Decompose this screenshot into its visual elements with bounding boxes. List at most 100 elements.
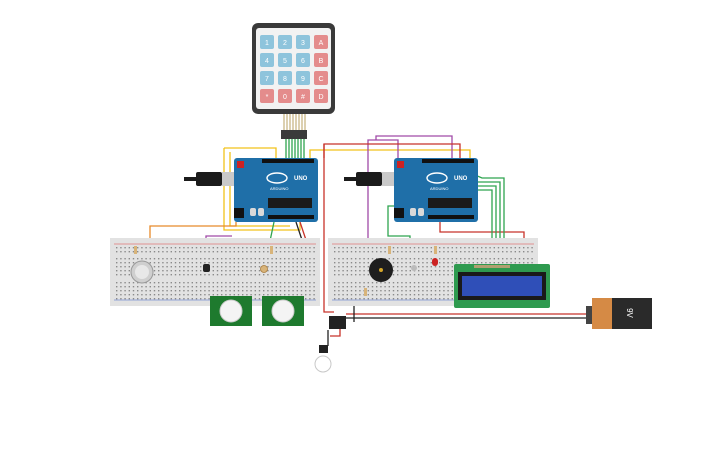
breadboard-hole xyxy=(200,251,202,253)
resistor xyxy=(134,246,137,254)
pir-sensor-icon[interactable] xyxy=(210,296,252,326)
breadboard-hole xyxy=(200,286,202,288)
keypad-key[interactable]: 9 xyxy=(296,71,310,85)
breadboard-hole xyxy=(497,262,500,264)
breadboard-hole xyxy=(355,282,357,284)
breadboard-hole xyxy=(258,286,261,288)
breadboard-hole xyxy=(246,274,248,276)
breadboard-hole xyxy=(145,258,147,260)
capacitor-group xyxy=(250,208,256,216)
buzzer-center xyxy=(379,268,383,272)
breadboard-hole xyxy=(279,290,282,292)
keypad-key[interactable]: A xyxy=(314,35,328,49)
breadboard-hole xyxy=(271,270,273,272)
light-bulb-icon[interactable] xyxy=(314,345,332,373)
breadboard-hole xyxy=(309,298,311,300)
temperature-sensor-icon[interactable] xyxy=(203,264,210,272)
breadboard-hole xyxy=(510,251,512,253)
arduino-uno-right[interactable]: ARDUINO UNO xyxy=(394,158,478,222)
breadboard-hole xyxy=(292,266,294,268)
breadboard-hole xyxy=(422,247,424,249)
breadboard-hole xyxy=(451,270,453,272)
breadboard-hole xyxy=(267,251,269,253)
breadboard-hole xyxy=(422,286,424,288)
keypad-key[interactable]: 7 xyxy=(260,71,274,85)
breadboard-hole xyxy=(350,286,353,288)
reset-button[interactable] xyxy=(237,161,244,168)
breadboard-hole xyxy=(338,258,340,260)
breadboard-hole xyxy=(472,262,474,264)
keypad-key[interactable]: 1 xyxy=(260,35,274,49)
breadboard-hole xyxy=(439,258,441,260)
capacitor-group xyxy=(410,208,416,216)
breadboard-hole xyxy=(355,270,357,272)
breadboard-hole xyxy=(158,286,160,288)
breadboard-hole xyxy=(237,290,240,292)
keypad-key[interactable]: D xyxy=(314,89,328,103)
keypad-key[interactable]: 0 xyxy=(278,89,292,103)
breadboard-hole xyxy=(376,247,378,249)
keypad-key[interactable]: C xyxy=(314,71,328,85)
breadboard-hole xyxy=(338,270,340,272)
breadboard-hole xyxy=(233,266,235,268)
breadboard-hole xyxy=(116,286,118,288)
breadboard-hole xyxy=(426,294,428,296)
keypad-key[interactable]: 5 xyxy=(278,53,292,67)
breadboard-hole xyxy=(493,262,495,264)
arduino-uno-left[interactable]: ARDUINO UNO xyxy=(234,158,318,222)
resistor-body xyxy=(134,246,137,254)
breadboard-hole xyxy=(300,286,303,288)
pir-dome xyxy=(219,299,243,323)
breadboard-hole xyxy=(229,270,231,272)
breadboard-hole xyxy=(275,286,277,288)
keypad-key[interactable]: 2 xyxy=(278,35,292,49)
breadboard-hole xyxy=(191,266,193,268)
relay-icon[interactable] xyxy=(329,316,346,329)
breadboard-hole xyxy=(271,290,273,292)
breadboard-hole xyxy=(392,258,395,260)
breadboard-hole xyxy=(355,266,357,268)
breadboard-hole xyxy=(124,247,126,249)
gas-sensor-icon[interactable] xyxy=(130,260,154,284)
battery-9v[interactable]: 9V xyxy=(586,298,652,329)
breadboard-hole xyxy=(359,290,361,292)
breadboard-hole xyxy=(233,290,235,292)
led-icon[interactable] xyxy=(432,258,438,266)
keypad-key[interactable]: 6 xyxy=(296,53,310,67)
keypad-key[interactable]: * xyxy=(260,89,274,103)
breadboard-hole xyxy=(409,258,411,260)
keypad-key[interactable]: 3 xyxy=(296,35,310,49)
breadboard-hole xyxy=(229,274,231,276)
breadboard-hole xyxy=(124,286,126,288)
potentiometer[interactable] xyxy=(411,265,417,271)
breadboard-hole xyxy=(200,298,202,300)
keypad-key[interactable]: # xyxy=(296,89,310,103)
breadboard-hole xyxy=(284,274,286,276)
breadboard-hole xyxy=(506,247,508,249)
lcd-16x2-icon[interactable] xyxy=(454,264,550,308)
breadboard-hole xyxy=(342,286,344,288)
buzzer-icon[interactable] xyxy=(369,258,393,282)
breadboard-hole xyxy=(141,247,143,249)
breadboard-hole xyxy=(447,294,449,296)
breadboard-hole xyxy=(246,290,248,292)
reset-button[interactable] xyxy=(397,161,404,168)
pir-sensor-icon[interactable] xyxy=(262,296,304,326)
breadboard-hole xyxy=(187,262,189,264)
breadboard-hole xyxy=(430,258,432,260)
keypad-key[interactable]: 4 xyxy=(260,53,274,67)
breadboard-hole xyxy=(263,286,265,288)
breadboard-hole xyxy=(212,251,214,253)
breadboard-hole xyxy=(137,286,139,288)
breadboard-hole xyxy=(292,251,294,253)
photoresistor-icon[interactable] xyxy=(260,265,268,273)
keypad-key[interactable]: B xyxy=(314,53,328,67)
breadboard-hole xyxy=(430,247,432,249)
breadboard-hole xyxy=(447,251,449,253)
breadboard-hole xyxy=(426,286,428,288)
breadboard-hole xyxy=(153,286,156,288)
keypad-key[interactable]: 8 xyxy=(278,71,292,85)
breadboard-hole xyxy=(174,294,177,296)
